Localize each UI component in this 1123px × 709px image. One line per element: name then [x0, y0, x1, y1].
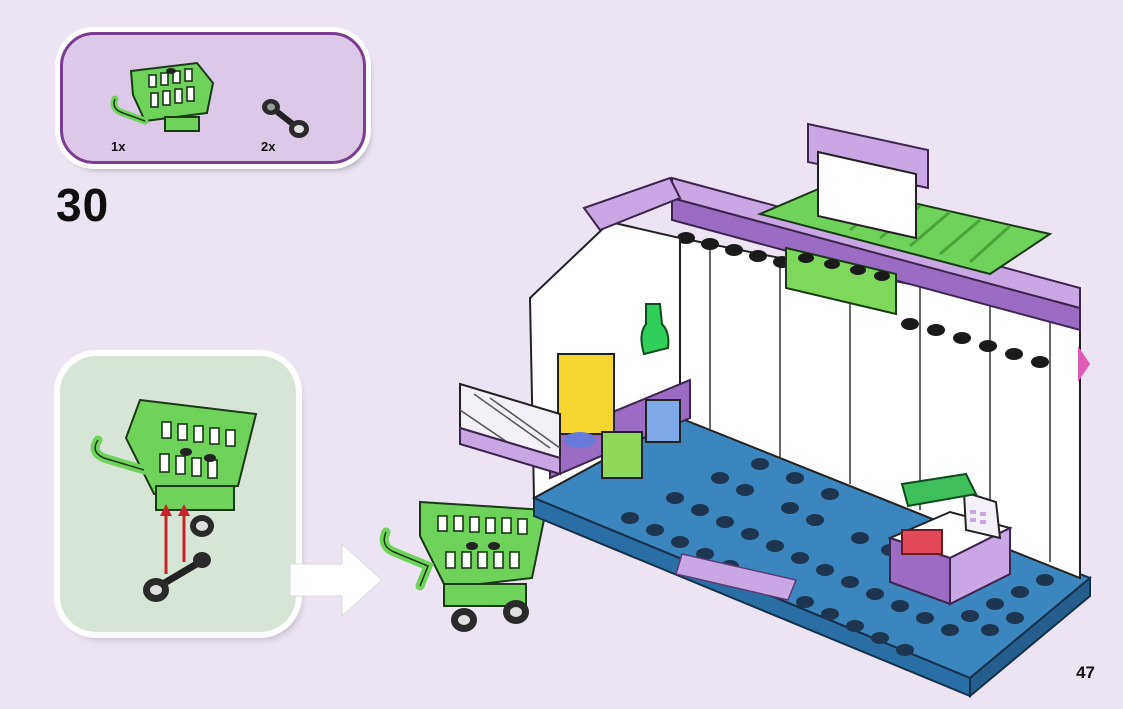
wheel-quantity: 2x	[261, 139, 276, 154]
subassembly-callout	[60, 356, 296, 632]
supermarket-model-icon	[459, 122, 1092, 699]
cart-quantity: 1x	[111, 139, 126, 154]
wheel-icon	[262, 99, 309, 138]
cart-icon	[110, 61, 215, 132]
assembled-cart-icon	[379, 500, 548, 632]
step-number: 30	[56, 179, 110, 231]
insert-arrows	[160, 504, 190, 574]
cart-subassembly-icon	[90, 398, 258, 602]
floor-studs	[621, 458, 1054, 656]
parts-list-callout: 1x 2x	[60, 32, 366, 164]
page-number: 47	[1076, 663, 1095, 682]
arrow-icon	[289, 542, 383, 618]
